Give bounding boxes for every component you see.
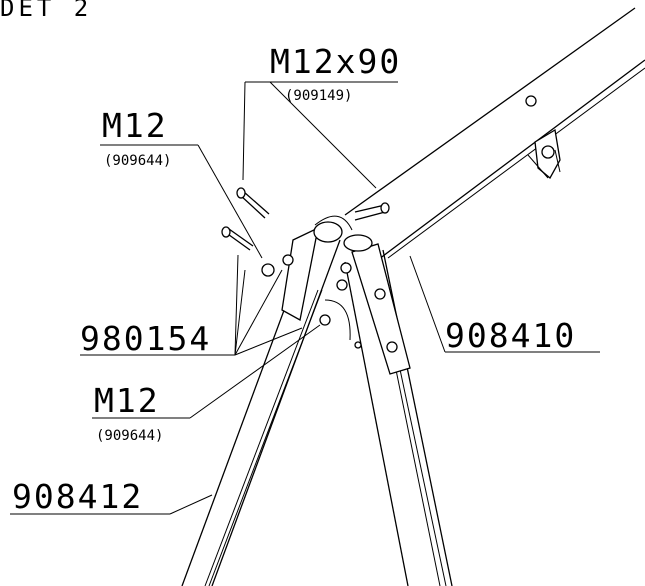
callout-bolt-long-ref: (909149)	[285, 88, 352, 104]
beam-bracket	[525, 95, 561, 180]
detail-title: DET 2	[0, 0, 92, 22]
bolt-lower-left	[221, 226, 254, 251]
bolt-upper-left	[236, 187, 270, 219]
callout-tube-left-code: 908412	[12, 477, 143, 516]
nuts-center	[319, 262, 362, 349]
bolt-long-right	[354, 202, 390, 221]
callout-washer-code: 980154	[80, 319, 211, 358]
callout-nut-top-code: M12	[102, 106, 168, 145]
left-leg-tube	[181, 215, 353, 586]
upper-beam	[344, 7, 645, 263]
right-leg-tube	[343, 234, 453, 586]
callout-tube-right-code: 908410	[445, 316, 576, 355]
nut-left	[261, 254, 294, 277]
callout-nut-bottom-code: M12	[94, 381, 160, 420]
leader-lines	[10, 81, 600, 515]
callout-bolt-long-code: M12x90	[270, 42, 401, 81]
callout-nut-bottom-ref: (909644)	[96, 428, 163, 444]
callout-nut-top-ref: (909644)	[104, 153, 171, 169]
